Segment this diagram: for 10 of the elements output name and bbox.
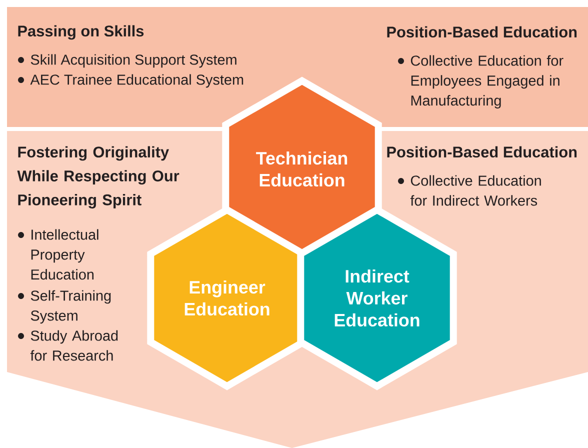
bullet-item: AEC Trainee Educational System bbox=[18, 74, 244, 88]
section-heading: Fostering Originality While Respecting Our Pioneering Spirit bbox=[17, 146, 180, 208]
section-heading: Passing on Skills bbox=[18, 25, 144, 40]
bullet-item: Collective Education for Indirect Workers bbox=[398, 175, 541, 206]
bullet-item: Skill Acquisition Support System bbox=[18, 54, 236, 68]
bullet-item: Study Abroad for Research bbox=[18, 330, 118, 361]
bullet-item: Collective Education for Employees Engaged in Manufacturing bbox=[398, 55, 564, 108]
section-heading: Position-Based Education bbox=[387, 26, 577, 38]
bullet-item: Self-Training System bbox=[18, 290, 111, 324]
bullet-item: Intellectual Property Education bbox=[18, 229, 98, 280]
